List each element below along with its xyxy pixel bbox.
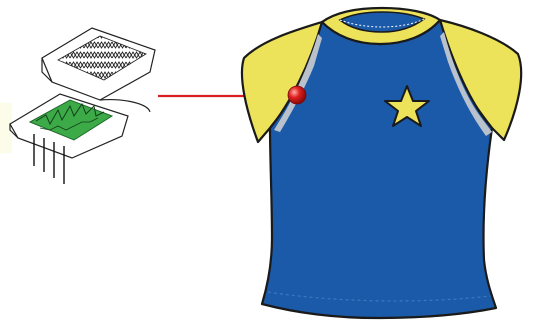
right-piping (440, 32, 492, 136)
top-stitch-pattern (57, 35, 147, 81)
star-icon (384, 85, 430, 127)
flatlock-seam-detail-icon (9, 27, 156, 184)
left-edge-tab (0, 103, 12, 153)
t-shirt-illustration (240, 6, 523, 320)
fabric-fold (99, 99, 151, 113)
left-piping (274, 34, 322, 132)
pointer-dot-icon (287, 85, 307, 105)
hem-stitch (267, 291, 491, 302)
